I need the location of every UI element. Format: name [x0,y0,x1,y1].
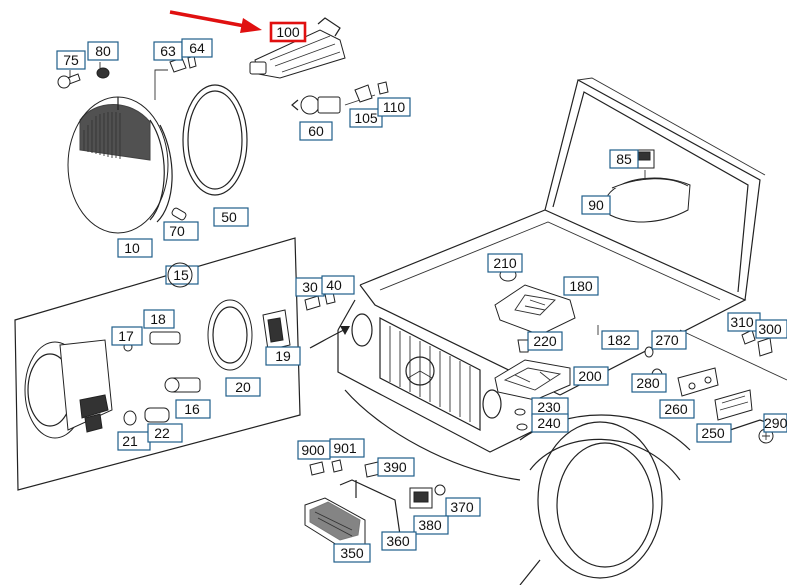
svg-text:180: 180 [569,278,593,294]
callout-70: 70 [163,221,199,241]
svg-text:901: 901 [333,440,357,456]
bottom-lamp-assembly [304,459,446,551]
callout-17: 17 [111,326,143,346]
svg-text:60: 60 [308,123,324,139]
callout-390: 390 [377,457,415,477]
svg-text:70: 70 [169,223,185,239]
callout-901: 901 [329,438,365,458]
callout-182: 182 [601,330,639,350]
svg-text:360: 360 [386,533,410,549]
callout-105: 105 [349,108,383,128]
callout-30: 30 [295,277,325,297]
callout-280: 280 [631,373,667,393]
callout-10: 10 [117,238,153,258]
svg-text:110: 110 [383,99,406,115]
callout-900: 900 [297,440,331,460]
svg-text:18: 18 [150,311,166,327]
svg-text:64: 64 [189,40,205,56]
callout-90: 90 [581,195,611,215]
callout-21: 21 [117,431,151,451]
callout-63: 63 [153,41,183,61]
callout-15: 15 [165,262,199,288]
callout-290: 290 [763,413,787,433]
svg-text:210: 210 [493,255,517,271]
callout-350: 350 [333,543,371,563]
svg-text:270: 270 [655,332,679,348]
callout-210: 210 [487,253,523,273]
callout-80: 80 [87,41,119,61]
callout-310: 310 [727,312,761,332]
vehicle-body [309,77,787,585]
svg-text:370: 370 [450,499,474,515]
svg-text:16: 16 [184,401,200,417]
callout-18: 18 [143,309,175,329]
svg-text:63: 63 [160,43,176,59]
callout-360: 360 [381,531,417,551]
callout-20: 20 [225,377,261,397]
callout-370: 370 [445,497,481,517]
bulb-60 [291,81,389,115]
callout-64: 64 [181,38,213,58]
callout-22: 22 [147,423,183,443]
svg-text:85: 85 [616,151,632,167]
bulb-socket-100 [249,17,346,79]
svg-text:250: 250 [701,425,725,441]
callout-250: 250 [696,423,732,443]
svg-text:40: 40 [326,277,342,293]
svg-text:105: 105 [354,110,378,126]
callout-50: 50 [213,207,249,227]
callout-100-text: 100 [276,24,300,40]
svg-text:30: 30 [302,279,318,295]
callout-200: 200 [573,366,609,386]
callout-40: 40 [321,275,355,295]
svg-text:240: 240 [537,415,561,431]
callout-100: 100 [269,21,307,43]
svg-text:300: 300 [758,321,782,337]
callout-380: 380 [413,515,449,535]
side-marker-assembly [644,329,774,444]
svg-text:21: 21 [122,433,138,449]
svg-text:260: 260 [664,401,688,417]
svg-text:90: 90 [588,197,604,213]
fog-lamp-panel [14,237,336,491]
svg-text:390: 390 [383,459,407,475]
svg-text:50: 50 [221,209,237,225]
callout-260: 260 [659,399,695,419]
red-arrow-indicator [169,10,262,33]
svg-text:20: 20 [235,379,251,395]
svg-text:280: 280 [636,375,660,391]
svg-text:380: 380 [418,517,442,533]
svg-text:17: 17 [118,328,134,344]
svg-text:290: 290 [764,415,787,431]
callout-180: 180 [563,276,599,296]
svg-text:200: 200 [578,368,602,384]
svg-text:182: 182 [607,332,631,348]
callout-19: 19 [265,346,301,366]
callout-60: 60 [299,121,333,141]
svg-text:350: 350 [340,545,364,561]
callout-85: 85 [609,149,639,169]
svg-text:10: 10 [124,240,140,256]
svg-text:900: 900 [301,442,325,458]
plate-200 [494,359,571,431]
callout-16: 16 [175,399,211,419]
callout-230: 230 [531,397,569,417]
headlamp-unit [57,55,248,234]
svg-text:19: 19 [275,348,291,364]
svg-text:22: 22 [154,425,170,441]
svg-text:80: 80 [95,43,111,59]
svg-text:230: 230 [537,399,561,415]
callout-270: 270 [651,330,687,350]
callout-220: 220 [527,331,563,351]
callout-300: 300 [755,319,787,339]
svg-text:310: 310 [730,314,754,330]
svg-text:75: 75 [63,52,79,68]
svg-text:15: 15 [173,267,189,283]
callout-110: 110 [377,97,411,117]
callout-240: 240 [531,413,569,433]
svg-text:220: 220 [533,333,557,349]
callout-75: 75 [56,50,86,70]
